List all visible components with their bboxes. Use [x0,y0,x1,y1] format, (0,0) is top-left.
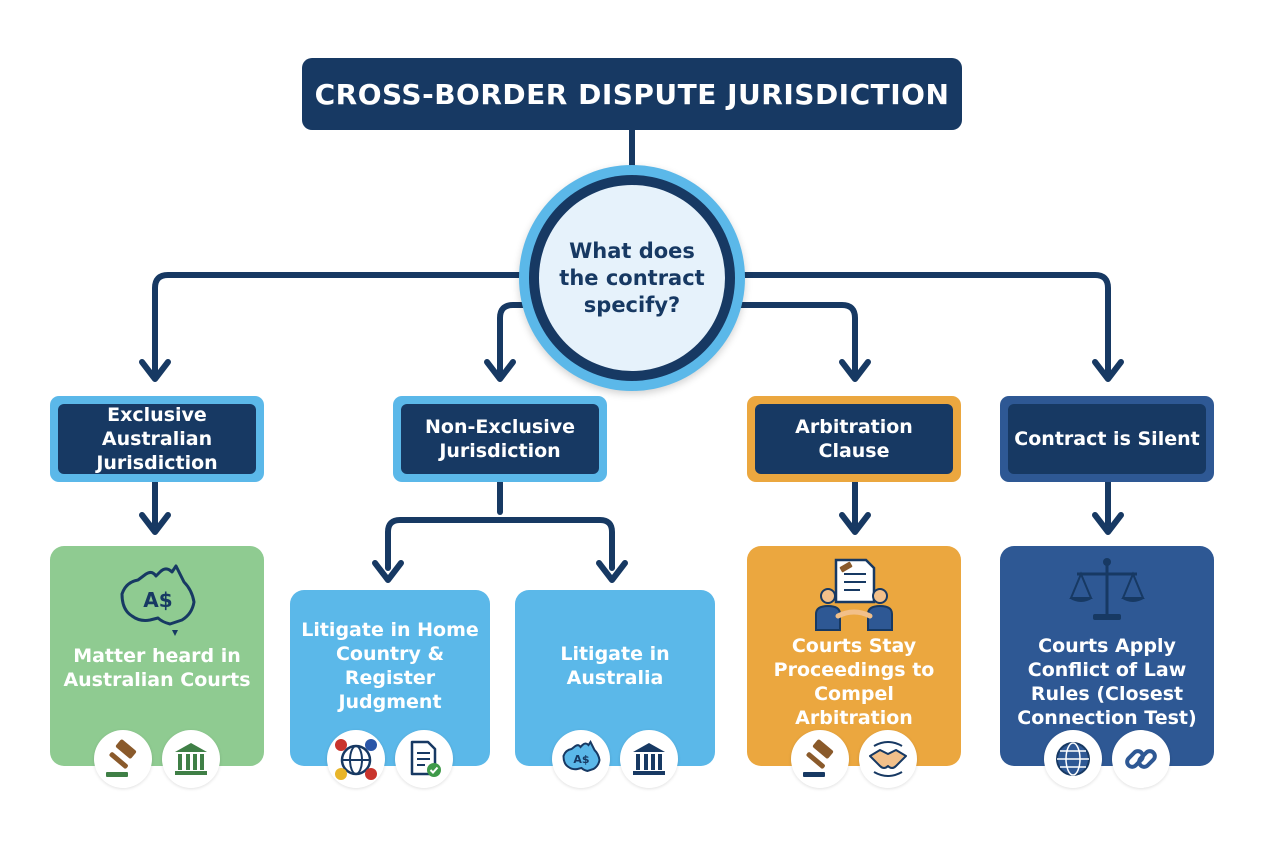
map-currency-label: A$ [573,753,589,766]
option-contract-silent: Contract is Silent [1000,396,1214,482]
gavel-icon [94,730,152,788]
handshake-icon [859,730,917,788]
outcome-australian-courts: A$ Matter heard in Australian Courts [50,546,264,788]
outcome-text: Courts Apply Conflict of Law Rules (Clos… [1017,635,1197,729]
option-arbitration: Arbitration Clause [747,396,961,482]
outcome-stay-proceedings: Courts Stay Proceedings to Compel Arbitr… [747,546,961,788]
australia-map-icon: A$ [552,730,610,788]
australia-map-icon: A$ [120,564,196,636]
globe-flags-icon [327,730,385,788]
option-non-exclusive: Non-Exclusive Jurisdiction [393,396,607,482]
globe-icon [1044,730,1102,788]
courthouse-icon [620,730,678,788]
gavel-icon [791,730,849,788]
document-check-icon [395,730,453,788]
outcome-text: Litigate in Home Country & Register Judg… [301,619,479,713]
map-currency-label: A$ [143,588,172,612]
outcome-text: Matter heard in Australian Courts [63,645,251,691]
option-label: Exclusive Australian Jurisdiction [58,404,256,474]
outcome-litigate-australia: Litigate in Australia A$ [515,590,715,788]
courthouse-icon [162,730,220,788]
page-title: CROSS-BORDER DISPUTE JURISDICTION [302,58,962,130]
question-node: What does the contract specify? [539,185,725,371]
outcome-text: Litigate in Australia [560,643,670,689]
option-label: Contract is Silent [1008,404,1206,474]
option-label: Non-Exclusive Jurisdiction [401,404,599,474]
outcome-conflict-of-law: Courts Apply Conflict of Law Rules (Clos… [1000,546,1214,788]
outcome-text: Courts Stay Proceedings to Compel Arbitr… [773,635,935,729]
option-exclusive-australian: Exclusive Australian Jurisdiction [50,396,264,482]
scales-icon [1069,558,1145,620]
option-label: Arbitration Clause [755,404,953,474]
outcome-litigate-home-country: Litigate in Home Country & Register Judg… [290,590,490,788]
chain-link-icon [1112,730,1170,788]
arbitration-meeting-icon [815,558,893,631]
